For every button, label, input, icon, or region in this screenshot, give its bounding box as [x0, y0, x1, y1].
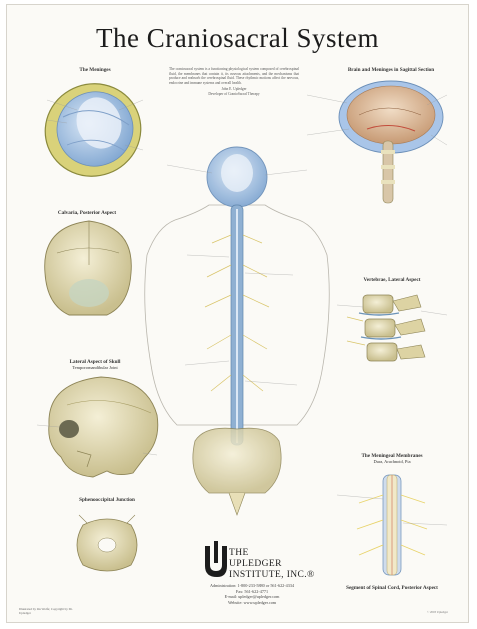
intro-signature-title: Developer of CranioSacral Therapy [208, 91, 260, 96]
central-body-figure [144, 146, 330, 516]
vertebrae-figure [346, 294, 426, 362]
caption-membranes: The Meningeal Membranes [361, 453, 423, 459]
footer-copyright: © 2003 Upledger [427, 610, 448, 614]
caption-segment: Segment of Spinal Cord, Posterior Aspect [346, 585, 438, 591]
logo-text: The Upledger Institute, Inc.® [229, 548, 315, 581]
caption-meninges: The Meninges [79, 67, 111, 73]
brain-figure [338, 80, 444, 204]
intro-paragraph: The craniosacral system is a functioning… [169, 67, 299, 97]
meninges-figure [44, 83, 142, 177]
caption-spheno: Sphenooccipital Junction [79, 497, 135, 503]
caption-brain: Brain and Meninges in Sagittal Section [347, 67, 435, 73]
caption-calvaria: Calvaria, Posterior Aspect [57, 210, 117, 216]
contact-phone: Administration: 1-800-233-5880 or 561-62… [209, 583, 295, 588]
leader-lines [36, 94, 448, 526]
poster-title: The Craniosacral System [96, 23, 379, 53]
membranes-figure [356, 474, 428, 576]
logo-line-1: The [229, 548, 249, 558]
caption-membranes-sub: Dura, Arachnoid, Pia [373, 459, 411, 464]
contact-email: E-mail: upledger@upledger.com [224, 594, 280, 600]
calvaria-figure [44, 220, 132, 316]
footer-credit: Illustrated by Ida Wolfe; Copyright by D… [19, 607, 73, 615]
intro-text: The craniosacral system is a functioning… [169, 67, 299, 85]
logo-line-3: Institute, Inc.® [229, 570, 315, 580]
contact-block: Administration: 1-800-233-5880 or 561-62… [182, 583, 322, 605]
contact-website: Website: www.upledger.com [227, 599, 277, 605]
skull-figure [48, 376, 159, 478]
caption-vertebrae: Vertebrae, Lateral Aspect [363, 277, 421, 283]
logo-line-2: Upledger [229, 559, 282, 569]
spheno-figure [76, 514, 138, 572]
illustration-art [36, 80, 448, 577]
intro-signature: John E. Upledger [221, 87, 247, 92]
poster: The Craniosacral System [6, 4, 469, 623]
caption-skull: Lateral Aspect of Skull [69, 359, 121, 365]
contact-fax: Fax: 561-622-4771 [235, 588, 269, 594]
caption-skull-sub: Temporomandibular Joint [72, 365, 118, 370]
upledger-u-logo-icon [205, 541, 227, 577]
